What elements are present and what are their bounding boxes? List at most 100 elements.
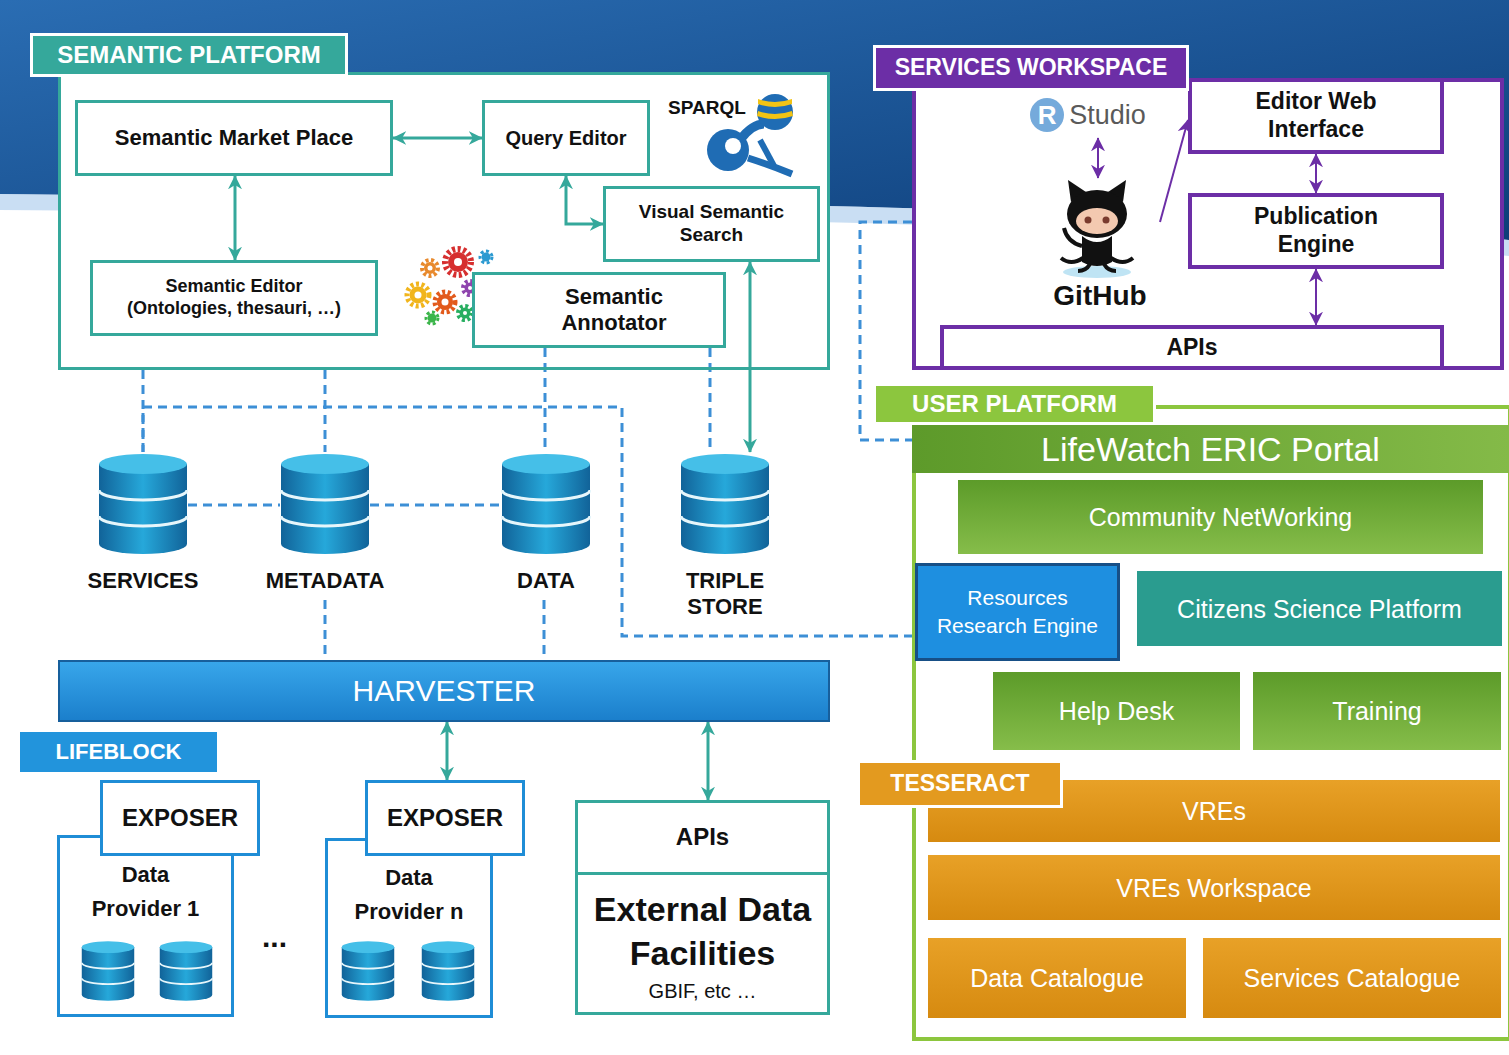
node-text: TESSERACT [890,770,1029,798]
harvester-bar: HARVESTER [58,660,830,722]
node-text: VREs [1182,796,1246,826]
node-text: Studio [1069,99,1146,131]
node-text: Resources Research Engine [930,584,1105,641]
exposer-box: EXPOSER [365,780,525,856]
art-shape [460,308,471,319]
component-box: Semantic Market Place [75,100,393,176]
node-text: External Data Facilities [578,887,827,975]
art-shape [442,299,449,306]
dashed-link [188,504,280,507]
art-shape [415,292,422,299]
exposer-box: EXPOSER [100,780,260,856]
art-shape [407,284,429,306]
node-text: Community NetWorking [1089,502,1353,532]
provider-box: Data Provider nEXPOSER [325,838,493,1018]
service-band: Data Catalogue [928,938,1186,1018]
header-band: LifeWatch ERIC Portal [912,425,1509,473]
art-shape [424,262,436,274]
panel-ground [58,72,830,370]
ellipsis-mark: ... [262,920,287,954]
art-shape [1064,228,1082,246]
service-band: Community NetWorking [958,480,1483,554]
github-logo: GitHub [1040,178,1160,313]
dashed-link [543,600,546,660]
art-shape [1061,258,1133,271]
dashed-link [324,370,327,452]
node-text: Help Desk [1059,696,1174,726]
art-shape [82,941,134,1001]
component-box: Publication Engine [1188,193,1444,269]
section-tab: TESSERACT [860,763,1060,805]
node-text: LifeWatch ERIC Portal [1041,429,1380,470]
arrow-connector [749,262,752,452]
art-shape [454,258,462,266]
art-shape [422,941,474,1001]
node-text: GBIF, etc … [649,979,757,1003]
service-band: Services Catalogue [1203,938,1501,1018]
node-text: R [1030,98,1064,132]
node-text: VREs Workspace [1116,873,1311,903]
art-shape [342,941,394,1001]
cylinder-shape [501,452,591,556]
component-box: Query Editor [482,100,650,176]
service-band: VREs Workspace [928,855,1500,920]
art-shape [482,253,491,262]
node-text: Editor Web Interface [1222,88,1410,143]
art-shape [458,306,472,320]
node-text: Query Editor [505,126,626,150]
component-box: APIs [940,325,1444,370]
art-shape [160,941,212,1001]
art-shape [435,292,455,312]
service-band: Training [1253,672,1501,750]
node-text: EXPOSER [387,804,503,833]
component-box: Semantic Annotator [472,272,726,348]
logo-caption: SPARQL [668,97,746,119]
cylinder-shape [281,454,369,554]
node-text: Services Catalogue [1244,963,1461,993]
arrow-connector [707,722,710,800]
panel-heading: SERVICES WORKSPACE [873,45,1189,91]
node-text: Data Provider 1 [74,858,217,926]
database-cylinder: TRIPLE STORE [665,452,785,642]
node-text: Visual Semantic Search [616,201,807,247]
database-cylinder: SERVICES [80,452,206,600]
node-text: Semantic Editor (Ontologies, thesauri, …… [117,276,351,319]
node-text: Publication Engine [1222,203,1410,258]
arrow-connector [234,176,237,260]
node-text: HARVESTER [353,673,536,709]
art-shape [445,249,471,275]
art-shape [725,138,741,154]
arrow-connector [566,176,603,224]
node-text: Data Catalogue [970,963,1144,993]
database-cylinder: DATA [495,452,597,600]
dashed-link [544,348,547,452]
cylinder-shape [680,452,770,556]
node-text: LIFEBLOCK [56,739,182,765]
node-text: APIs [1166,334,1217,362]
arrow-connector [1160,120,1188,222]
node-text: Semantic Market Place [115,125,353,151]
dashed-link [324,600,327,660]
user-panel: USER PLATFORMLifeWatch ERIC PortalCommun… [912,405,1509,1041]
art-shape [448,252,468,272]
art-shape [422,260,438,276]
art-shape [1067,190,1127,238]
panel-heading: SEMANTIC PLATFORM [30,33,348,77]
art-shape [428,314,437,323]
dashed-link [370,504,501,507]
dashed-link [709,348,712,452]
workspace-panel: SERVICES WORKSPACERStudioGitHubEditor We… [912,78,1504,370]
art-shape [480,251,492,263]
arrow-connector [1315,154,1317,193]
service-band: Help Desk [993,672,1240,750]
dashed-link [142,370,145,452]
rstudio-logo: RStudio [1018,92,1158,138]
cylinder-shape [99,454,187,554]
art-shape [1103,217,1110,224]
component-box: Visual Semantic Search [603,186,820,262]
art-shape [758,99,792,107]
node-text: Training [1332,696,1421,726]
arrow-connector [1315,269,1317,325]
art-shape [428,266,433,271]
